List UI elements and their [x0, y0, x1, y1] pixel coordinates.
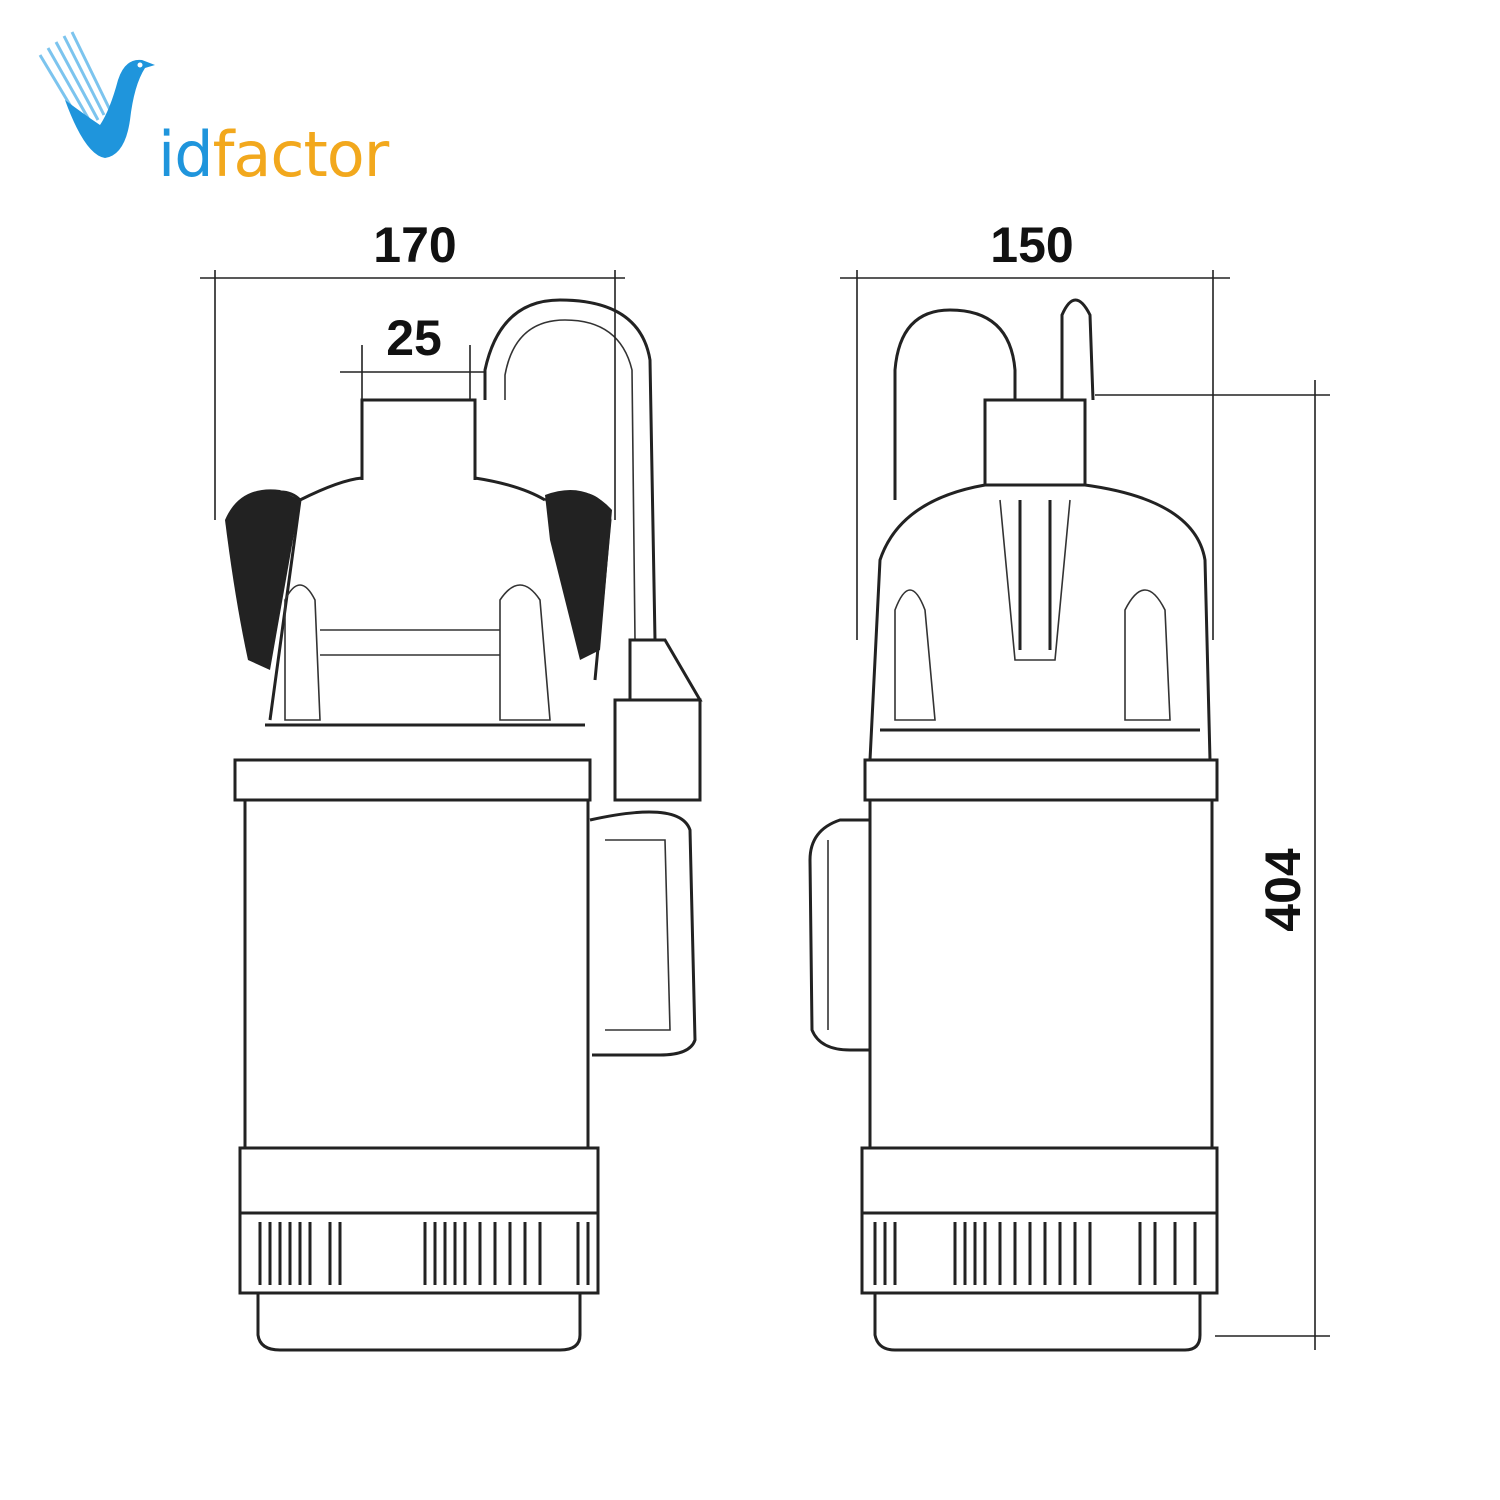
pump-front-view [225, 298, 703, 1352]
bird-v-logo-icon [38, 31, 155, 158]
pump-side-view [808, 298, 1219, 1352]
dimension-label-width-left: 170 [373, 217, 456, 273]
dimension-150: 150 [840, 217, 1230, 640]
dimension-label-outlet: 25 [386, 310, 442, 366]
logo-wordmark: idfactor [158, 118, 389, 191]
dimension-170: 170 [200, 217, 625, 520]
dimension-404: 404 [1095, 380, 1330, 1350]
dimension-label-width-right: 150 [990, 217, 1073, 273]
vidfactor-logo: idfactor [30, 30, 390, 191]
dimension-label-height: 404 [1255, 848, 1311, 932]
dimension-25: 25 [340, 310, 485, 400]
